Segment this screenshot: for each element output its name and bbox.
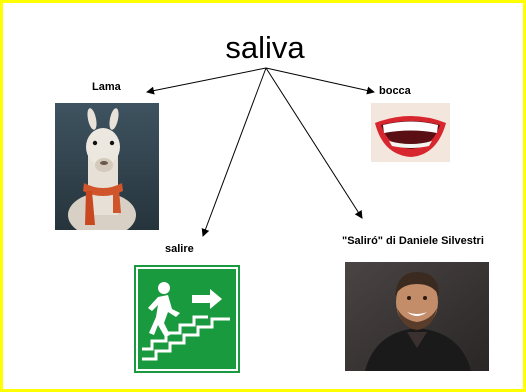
label-salire: salire <box>165 243 194 255</box>
label-saliro: "Saliró" di Daniele Silvestri <box>342 235 484 247</box>
mouth-image <box>371 103 450 162</box>
singer-portrait-image <box>345 262 489 371</box>
arrow-to-lama <box>146 67 267 95</box>
arrow-to-bocca <box>265 67 375 95</box>
label-lama: Lama <box>92 81 121 93</box>
llama-image <box>55 103 159 230</box>
exit-stairs-sign-image <box>134 265 240 373</box>
arrow-to-salire <box>201 67 267 237</box>
arrow-to-saliro <box>265 67 363 219</box>
label-bocca: bocca <box>379 85 411 97</box>
diagram-title: saliva <box>225 30 305 65</box>
